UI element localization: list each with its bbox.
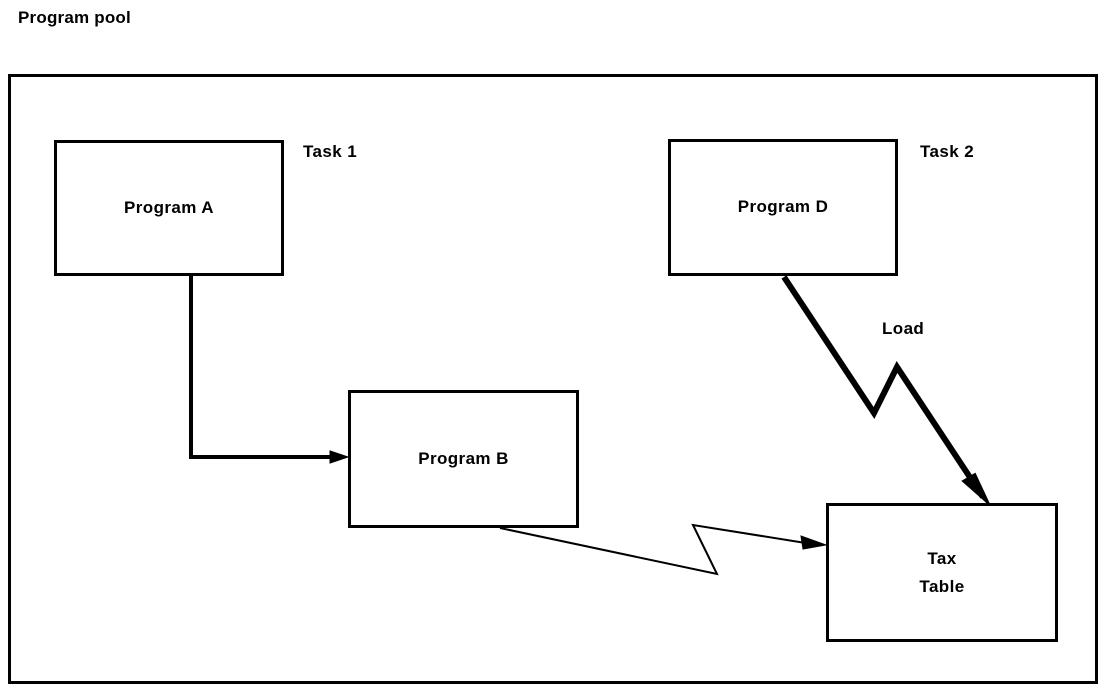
annotation-load: Load [882, 319, 925, 338]
node-program-b-label: Program B [418, 448, 509, 468]
node-program-b[interactable]: Program B [348, 390, 579, 528]
node-program-d-label: Program D [737, 197, 829, 217]
node-program-a-label: Program A [124, 197, 214, 217]
node-program-d[interactable]: Program D [668, 139, 898, 276]
annotation-task-1: Task 1 [303, 142, 358, 161]
node-tax-table[interactable]: Tax Table [826, 503, 1058, 642]
node-tax-table-label: Tax Table [919, 549, 965, 596]
program-pool-frame [8, 74, 1098, 684]
annotation-task-2: Task 2 [920, 142, 975, 161]
page-title: Program pool [18, 8, 131, 27]
node-program-a[interactable]: Program A [54, 140, 284, 276]
